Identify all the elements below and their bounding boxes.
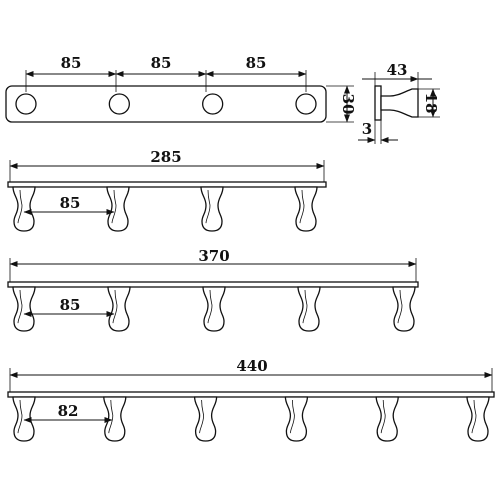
hook-body (12, 286, 36, 332)
hook-body (200, 186, 224, 232)
side-knob (380, 88, 419, 118)
hook-body (284, 396, 309, 442)
rack-3-hooks (12, 396, 490, 442)
hook (106, 186, 130, 232)
hook-body (103, 396, 127, 442)
hook-contour (207, 289, 213, 324)
hook-contour (380, 399, 386, 434)
hook-contour (17, 289, 23, 324)
hook (202, 286, 226, 332)
top-spacing-label-1: 85 (61, 54, 82, 72)
hook-contour (471, 399, 477, 434)
hook-body (392, 286, 416, 332)
hook-contour (17, 189, 23, 224)
hole-group (15, 93, 317, 115)
depth-label: 43 (387, 61, 408, 79)
hook-body (193, 396, 218, 442)
rack-2-spacing-label: 85 (60, 296, 81, 314)
mounting-plate (5, 85, 327, 123)
top-spacing-label-3: 85 (246, 54, 267, 72)
hook-body (375, 396, 399, 442)
hook (466, 396, 490, 442)
hook-contour (112, 289, 118, 324)
hook (375, 396, 399, 442)
hook (12, 286, 36, 332)
hook-contour (111, 189, 117, 224)
hook-body (202, 286, 226, 332)
hook-body (106, 186, 130, 232)
rack-285: 285 85 (7, 148, 327, 232)
hook (193, 396, 218, 442)
top-view: 85 85 85 30 (5, 54, 357, 123)
rack-1-hooks (12, 186, 318, 232)
hook-contour (397, 289, 403, 324)
rack-3-bar (7, 391, 495, 398)
hook-body (107, 286, 131, 332)
hook (12, 186, 36, 232)
hook-contour (17, 399, 23, 434)
hook-contour (199, 399, 205, 434)
rack-2-length-label: 370 (198, 247, 229, 265)
hook-body (294, 186, 318, 232)
hook-body (466, 396, 490, 442)
mounting-hole (202, 93, 224, 115)
rack-1-bar (7, 181, 327, 188)
hook (297, 286, 321, 332)
mounting-hole (295, 93, 317, 115)
rack-2-hooks (12, 286, 416, 332)
rack-3-length-label: 440 (236, 357, 267, 375)
hook (200, 186, 224, 232)
hook-contour (299, 189, 305, 224)
rack-3-spacing-label: 82 (58, 402, 79, 420)
hook (103, 396, 127, 442)
side-plate (374, 85, 382, 121)
mounting-hole (15, 93, 37, 115)
hook-contour (302, 289, 308, 324)
rack-2-bar (7, 281, 419, 288)
rack-370: 370 85 (7, 247, 419, 332)
hook-body (297, 286, 321, 332)
hook-contour (205, 189, 211, 224)
rack-1-spacing-label: 85 (60, 194, 81, 212)
hook-contour (108, 399, 114, 434)
hook-body (12, 396, 36, 442)
hook-body (12, 186, 36, 232)
hook (12, 396, 36, 442)
hook (392, 286, 416, 332)
mounting-hole (108, 93, 130, 115)
plate-height-label: 30 (339, 94, 357, 115)
hook (294, 186, 318, 232)
hook-contour (290, 399, 295, 434)
rack-1-length-label: 285 (150, 148, 181, 166)
knob-height-label: 18 (422, 93, 440, 114)
hook (107, 286, 131, 332)
side-view: 43 18 3 (358, 61, 440, 144)
top-spacing-label-2: 85 (151, 54, 172, 72)
rack-440: 440 82 (7, 357, 495, 442)
hook (284, 396, 309, 442)
thickness-label: 3 (362, 120, 372, 138)
